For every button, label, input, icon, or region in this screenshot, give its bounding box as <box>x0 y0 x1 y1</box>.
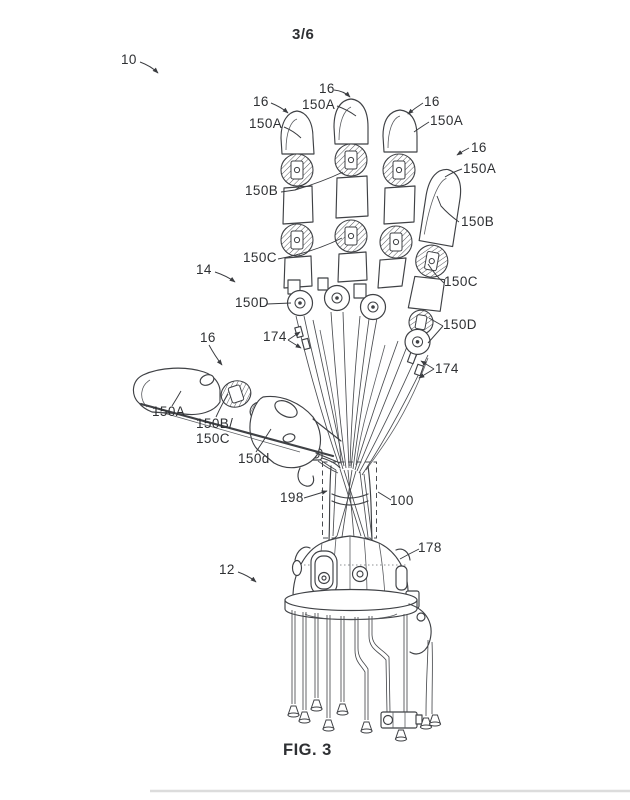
ref-label-16-finger2: 16 <box>319 81 335 96</box>
finger-1 <box>280 110 315 317</box>
sheet-number: 3/6 <box>292 26 315 43</box>
ref-label-174-right: 174 <box>435 361 459 376</box>
ref-label-150A-finger1: 150A <box>249 116 283 131</box>
finger-3 <box>353 109 418 321</box>
ref-label-16-finger4: 16 <box>471 140 487 155</box>
ref-label-100-wrist: 100 <box>390 493 414 508</box>
fingers-group <box>280 98 462 357</box>
ref-label-150A-finger3: 150A <box>430 113 464 128</box>
thumb-group <box>132 367 342 469</box>
ref-label-150B-150C-thumb: 150B/ 150C <box>196 416 233 446</box>
finger-2 <box>317 98 369 312</box>
ref-label-150A-finger4: 150A <box>463 161 497 176</box>
ref-label-178-forearm: 178 <box>418 540 442 555</box>
ref-label-150B-left: 150B <box>245 183 279 198</box>
ref-label-150C-left: 150C <box>243 250 277 265</box>
ref-label-14-hand: 14 <box>196 262 212 277</box>
finger-4 <box>402 168 462 357</box>
forearm-housing <box>284 535 432 655</box>
ref-label-12-forearm: 12 <box>219 562 235 577</box>
ref-label-150D-left: 150D <box>235 295 269 310</box>
leader-lines <box>139 61 470 583</box>
ref-label-10-assembly: 10 <box>121 52 137 67</box>
ref-label-198-wrist: 198 <box>280 490 304 505</box>
ref-label-150D-right: 150D <box>443 317 477 332</box>
ref-label-150A-thumb: 150A <box>152 404 186 419</box>
ref-label-150B-thumb: 150B/ <box>196 416 234 431</box>
ref-label-150B-right: 150B <box>461 214 495 229</box>
ref-label-150d: 150d <box>238 451 270 466</box>
ref-label-150C-thumb: 150C <box>196 431 230 446</box>
ref-label-16-thumb: 16 <box>200 330 216 345</box>
ref-label-16-finger1: 16 <box>253 94 269 109</box>
ref-label-174-left: 174 <box>263 329 287 344</box>
figure-caption: FIG. 3 <box>283 741 332 759</box>
tubes-group <box>287 610 441 742</box>
ref-label-16-finger3: 16 <box>424 94 440 109</box>
tendon-lines <box>294 311 429 476</box>
ref-label-150C-right: 150C <box>444 274 478 289</box>
ref-label-150A-finger2: 150A <box>302 97 336 112</box>
